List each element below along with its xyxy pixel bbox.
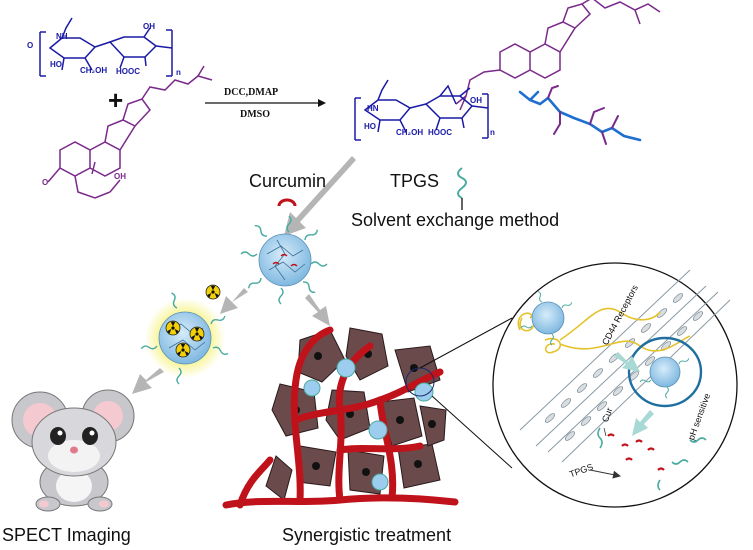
arrow-to-micelle xyxy=(284,156,356,236)
amphiphilic-polymer-icon xyxy=(518,85,642,145)
method-label: Solvent exchange method xyxy=(351,210,560,230)
product-hooc-label: HOOC xyxy=(428,128,452,137)
solvent-label: DMSO xyxy=(240,109,270,120)
flow-arrows xyxy=(132,156,356,394)
reactant-ch2oh-label: CH₂OH xyxy=(80,66,108,75)
reactant-ho-label: HO xyxy=(50,60,62,69)
reactant-oh-label: OH xyxy=(143,22,155,31)
product-oh-label: OH xyxy=(470,96,482,105)
arrow-to-labeled xyxy=(220,288,248,314)
arrow-to-mouse xyxy=(132,368,164,394)
steroid-oh-label: OH xyxy=(114,172,126,181)
curcumin-icon xyxy=(277,198,297,207)
zoom-panel xyxy=(492,262,738,508)
arrow-to-tumor xyxy=(305,294,330,326)
tpgs-icon xyxy=(457,167,467,210)
zoom-connectors xyxy=(419,317,513,469)
radioactive-icon xyxy=(205,284,221,300)
mouse-illustration xyxy=(11,389,135,512)
radiolabeled-nanoparticle xyxy=(140,291,230,385)
product-ho-label: HO xyxy=(364,122,376,131)
reactant-n-label: n xyxy=(176,68,181,77)
tumor-tissue xyxy=(222,326,459,509)
plus-sign: + xyxy=(108,85,124,115)
reagent-label: DCC,DMAP xyxy=(224,87,279,98)
product-n-label: n xyxy=(490,128,495,137)
curcumin-label: Curcumin xyxy=(249,171,327,191)
reaction-arrow xyxy=(205,99,326,107)
reactant-nh-label: NH xyxy=(56,32,68,41)
reactant-o-label: O xyxy=(27,41,34,50)
micelle-nanoparticle xyxy=(240,215,328,305)
hyaluronic-acid-structure xyxy=(39,17,173,77)
product-structure xyxy=(354,0,661,141)
steroid-acid-structure xyxy=(47,65,213,199)
product-ch2oh-label: CH₂OH xyxy=(396,128,424,137)
steroid-o-label: O xyxy=(42,178,49,187)
synergistic-treatment-caption: Synergistic treatment xyxy=(282,525,452,545)
spect-imaging-caption: SPECT Imaging xyxy=(2,525,131,545)
product-hn-label: HN xyxy=(367,104,379,113)
tpgs-label: TPGS xyxy=(390,171,440,191)
reactant-hooc-label: HOOC xyxy=(116,67,140,76)
